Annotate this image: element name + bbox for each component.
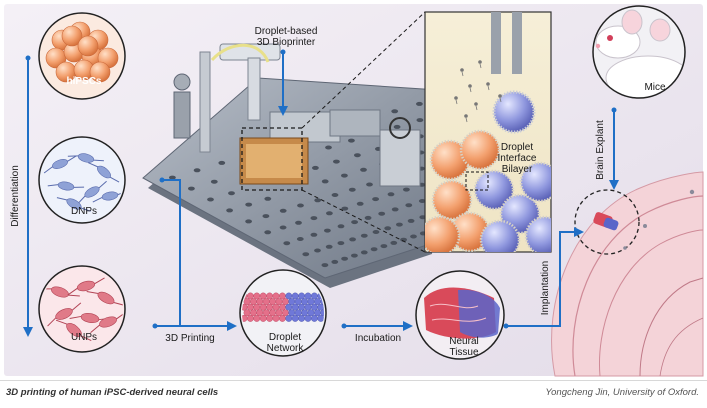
label-hipscs: hiPSCs [66, 76, 101, 87]
node-hipscs [38, 12, 126, 100]
caption-bar: 3D printing of human iPSC-derived neural… [0, 380, 707, 408]
label-bioprinter-2: 3D Bioprinter [257, 37, 316, 48]
label-3d-printing: 3D Printing [165, 333, 214, 344]
figure-caption: 3D printing of human iPSC-derived neural… [6, 387, 219, 398]
printhead-detail-box [241, 127, 303, 191]
label-implantation: Implantation [540, 261, 551, 315]
schematic-figure: hiPSCs DNPs UNPs Droplet Network Neural … [4, 4, 704, 377]
implant-zoom-circle [574, 189, 640, 255]
label-bilayer-2: Interface [498, 153, 537, 164]
node-unps [38, 265, 126, 353]
label-mice: Mice [644, 82, 666, 93]
edge-arrows [23, 49, 619, 337]
label-bilayer-1: Droplet [501, 142, 533, 153]
label-droplet-network-2: Network [267, 343, 305, 354]
image-credit: Yongcheng Jin, University of Oxford. [545, 387, 699, 398]
label-differentiation: Differentiation [10, 165, 21, 227]
node-droplet-network [239, 269, 327, 357]
label-neural-tissue-1: Neural [449, 336, 478, 347]
label-neural-tissue-2: Tissue [449, 347, 479, 358]
node-neural-tissue [415, 270, 505, 360]
brain-section [551, 171, 704, 377]
label-brain-explant: Brain Explant [595, 120, 606, 180]
label-droplet-network-1: Droplet [269, 332, 301, 343]
label-bioprinter-1: Droplet-based [255, 26, 318, 37]
label-dnps: DNPs [71, 206, 97, 217]
label-bilayer-3: Bilayer [502, 164, 533, 175]
node-dnps [38, 136, 126, 224]
label-incubation: Incubation [355, 333, 401, 344]
label-unps: UNPs [71, 332, 97, 343]
bilayer-zoom-panel [424, 11, 552, 253]
bioprinter-illustration [142, 11, 440, 288]
